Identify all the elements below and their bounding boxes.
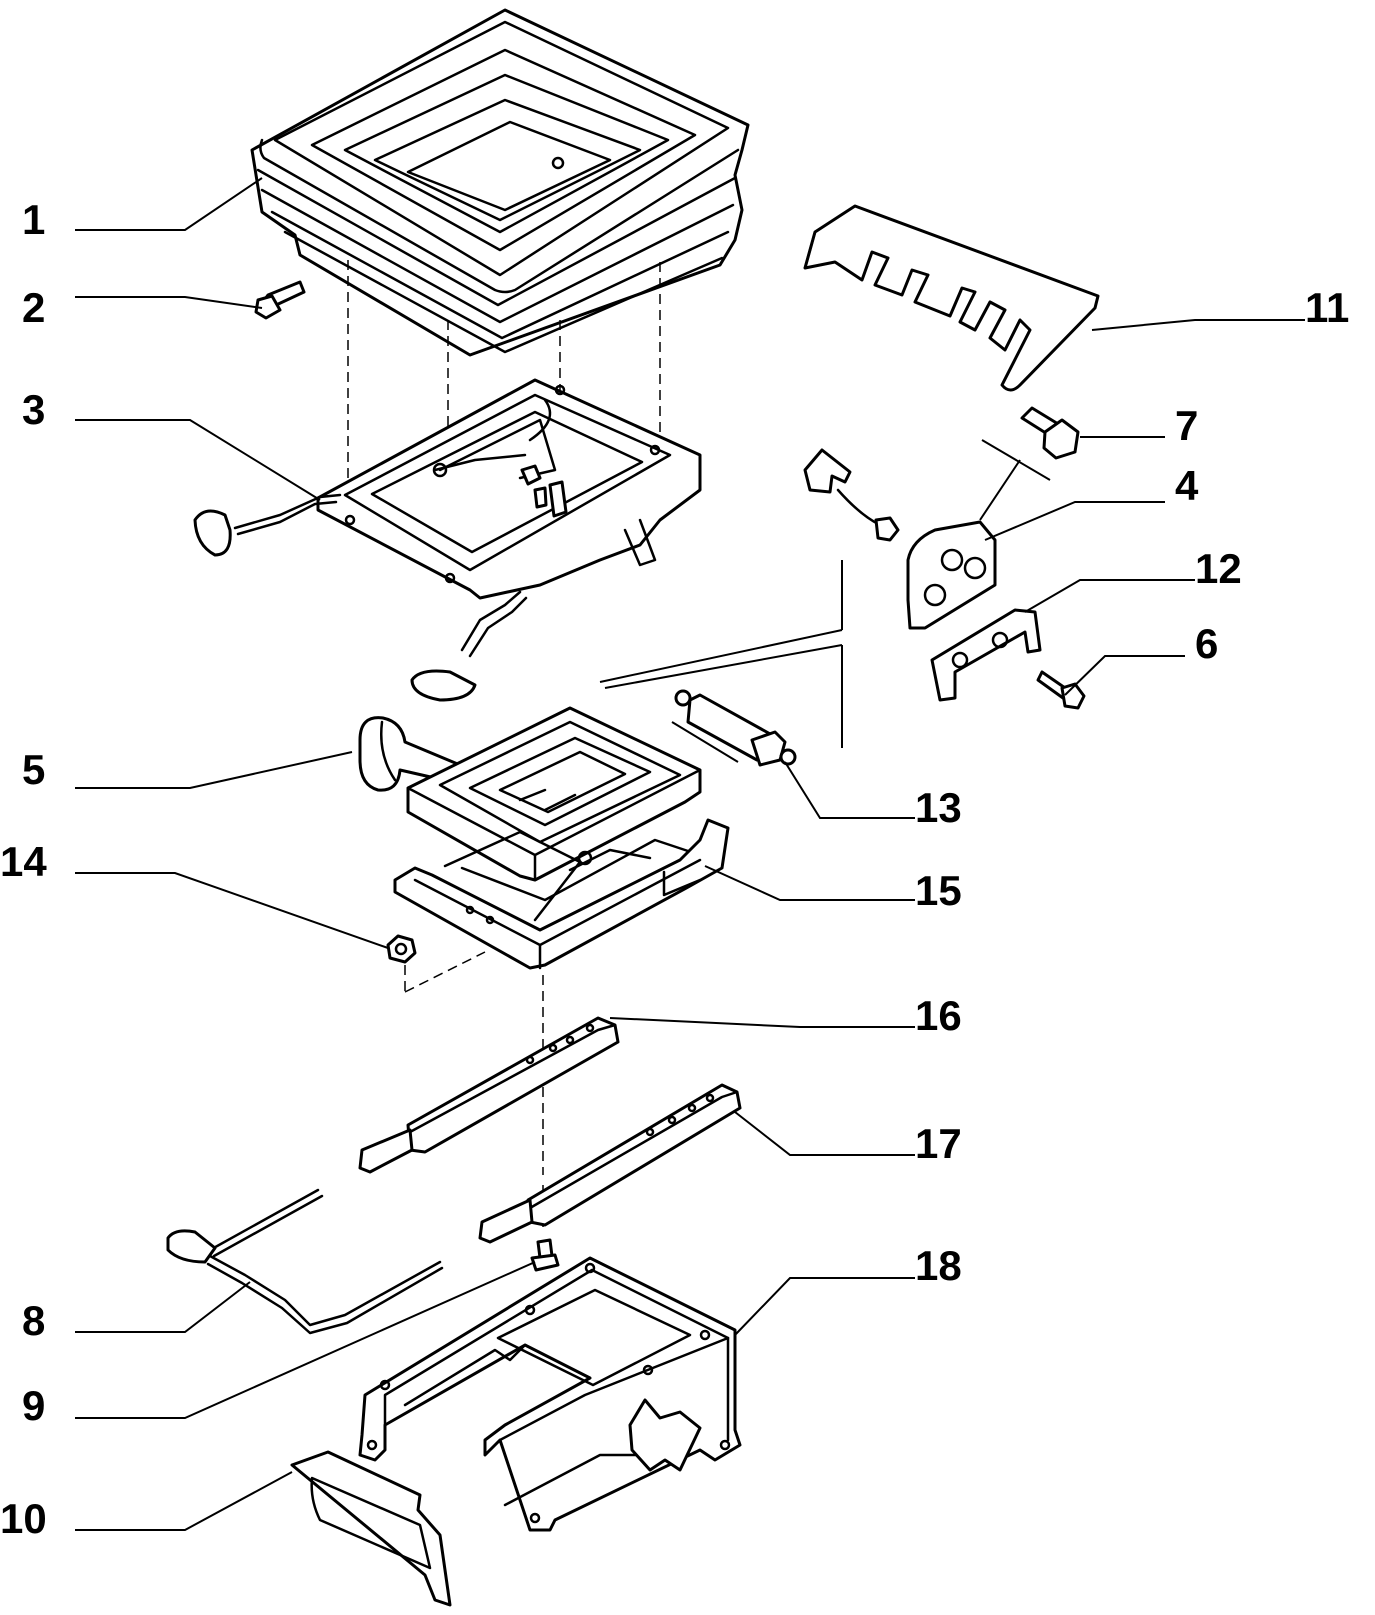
- part-17-rail: [478, 1083, 742, 1244]
- part-6-bolt: [1036, 670, 1086, 710]
- part-7-bolt: [1020, 406, 1080, 460]
- callout-1: 1: [22, 196, 45, 243]
- part-3-slide-frame: [193, 378, 702, 702]
- callout-14: 14: [0, 838, 47, 885]
- callout-3: 3: [22, 386, 45, 433]
- part-9-screw: [530, 1238, 560, 1272]
- part-4-plate: [906, 439, 1051, 630]
- part-18-base-housing: [358, 1256, 742, 1532]
- callout-17: 17: [915, 1120, 962, 1167]
- part-10-cover: [290, 1450, 452, 1607]
- callout-7: 7: [1175, 402, 1198, 449]
- part-link: [803, 448, 900, 542]
- callout-18: 18: [915, 1242, 962, 1289]
- callout-6: 6: [1195, 620, 1218, 667]
- leader-lines: [75, 177, 1305, 1531]
- callout-8: 8: [22, 1297, 45, 1344]
- callout-11: 11: [1305, 284, 1349, 331]
- callout-15: 15: [915, 867, 962, 914]
- part-11-bracket-plate: [803, 204, 1100, 392]
- part-2-screw: [254, 280, 306, 320]
- part-13-shock-absorber: [671, 689, 797, 767]
- callout-9: 9: [22, 1382, 45, 1429]
- part-5-and-15-scissor-suspension: [358, 706, 730, 970]
- assembly-pointer: [599, 560, 843, 748]
- part-16-rail: [358, 1016, 620, 1174]
- callout-10: 10: [0, 1495, 47, 1542]
- callout-4: 4: [1175, 462, 1199, 509]
- part-12-u-bracket: [930, 608, 1042, 702]
- callout-labels: 1 2 3 4 5 6 7 8 9 10 11 12 13 14 15 16 1…: [0, 196, 1349, 1542]
- part-8-lever-rod: [166, 1188, 444, 1335]
- part-14-nut: [386, 934, 417, 964]
- callout-12: 12: [1195, 545, 1242, 592]
- part-1-bellows-boot: [250, 8, 750, 357]
- callout-16: 16: [915, 992, 962, 1039]
- callout-13: 13: [915, 784, 962, 831]
- callout-2: 2: [22, 284, 45, 331]
- callout-5: 5: [22, 746, 45, 793]
